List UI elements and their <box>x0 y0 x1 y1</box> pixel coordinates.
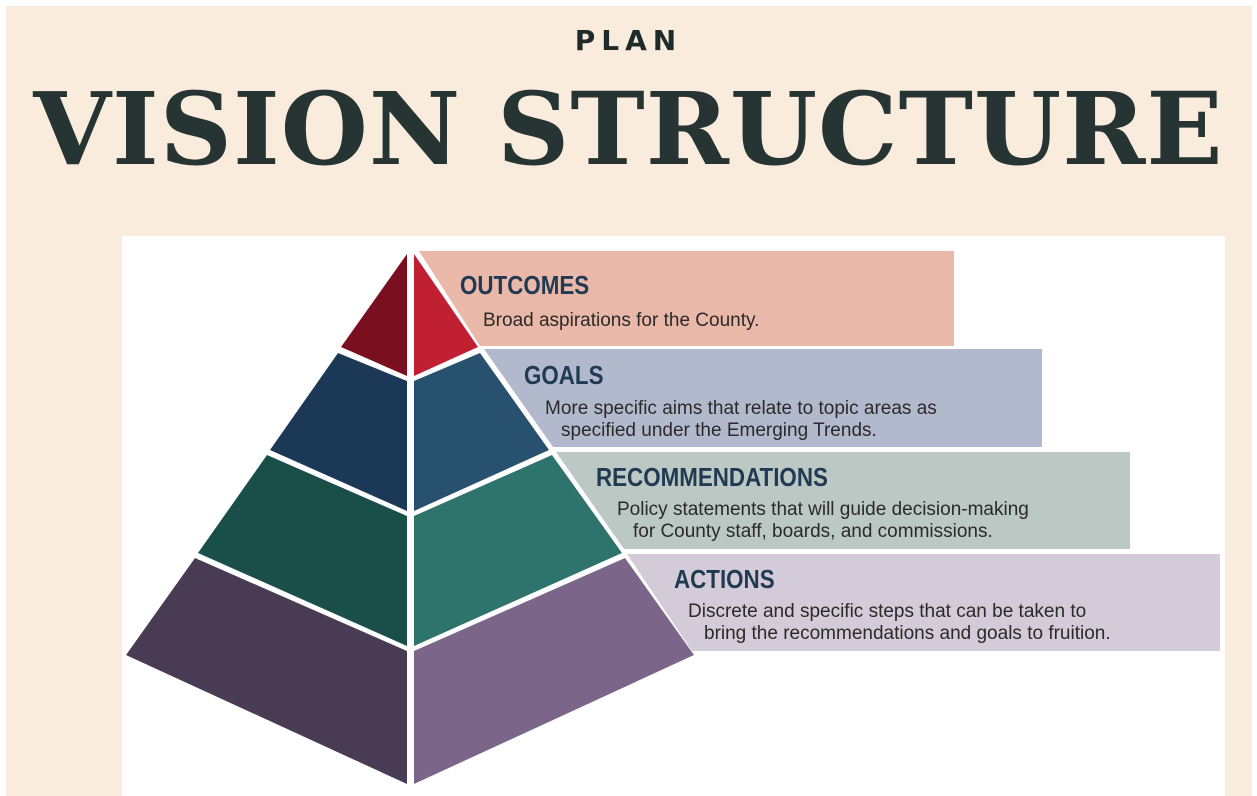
actions-desc-line-1: Discrete and specific steps that can be … <box>688 601 1087 622</box>
diagram-panel: OUTCOMES Broad aspirations for the Count… <box>122 236 1225 796</box>
recommendations-heading: RECOMMENDATIONS <box>596 462 828 492</box>
pyramid-goals-left <box>270 353 407 511</box>
pyramid-outcomes-right <box>414 254 478 376</box>
pyramid-outcomes-left <box>341 254 407 376</box>
pyramid-actions-right <box>414 558 694 784</box>
pyramid-recommendations-left <box>198 455 407 646</box>
outcomes-desc-line-1: Broad aspirations for the County. <box>483 310 760 331</box>
recommendations-desc-line-1: Policy statements that will guide decisi… <box>617 499 1029 520</box>
outcomes-heading: OUTCOMES <box>460 270 590 300</box>
kicker-text: PLAN <box>574 24 683 57</box>
goals-desc-line-1: More specific aims that relate to topic … <box>545 398 937 419</box>
page-title: VISION STRUCTURE <box>33 70 1224 188</box>
band-outcomes <box>419 251 954 346</box>
band-goals <box>484 349 1042 447</box>
recommendations-desc-line-2: for County staff, boards, and commission… <box>633 521 993 542</box>
actions-heading: ACTIONS <box>674 564 775 594</box>
pyramid-goals-right <box>414 353 549 511</box>
band-recommendations <box>556 452 1130 549</box>
goals-desc-line-2: specified under the Emerging Trends. <box>561 420 877 441</box>
goals-heading: GOALS <box>524 360 604 390</box>
pyramid-diagram <box>126 251 1220 784</box>
actions-desc-line-2: bring the recommendations and goals to f… <box>704 623 1111 644</box>
band-actions <box>627 554 1220 651</box>
pyramid-actions-left <box>126 558 407 784</box>
pyramid-recommendations-right <box>414 455 622 646</box>
